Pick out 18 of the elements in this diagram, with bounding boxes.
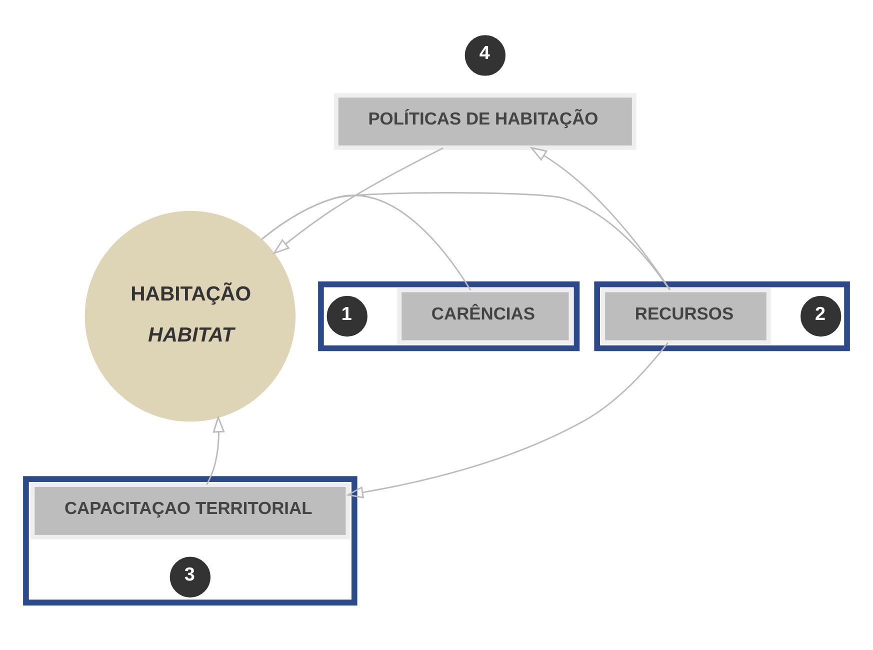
arrow	[272, 147, 444, 254]
node-label: 3	[184, 564, 195, 586]
node-box: POLÍTICAS DE HABITAÇÃO	[334, 93, 636, 150]
connector	[261, 192, 670, 290]
node-box: CARÊNCIAS	[397, 288, 574, 345]
node-box: CAPACITAÇAO TERRITORIAL	[30, 482, 350, 540]
cluster	[594, 281, 850, 352]
node-label: 2	[815, 304, 826, 325]
arrow	[206, 415, 225, 486]
arrow	[530, 146, 671, 290]
cluster	[23, 476, 358, 606]
node-label: 1	[341, 304, 352, 325]
node-label: 4	[479, 42, 490, 64]
connector	[261, 194, 472, 290]
node-circle: HABITAÇÃO HABITAT	[84, 210, 296, 422]
node-box: RECURSOS	[600, 288, 771, 345]
arrow	[346, 342, 669, 498]
cluster	[318, 281, 580, 352]
